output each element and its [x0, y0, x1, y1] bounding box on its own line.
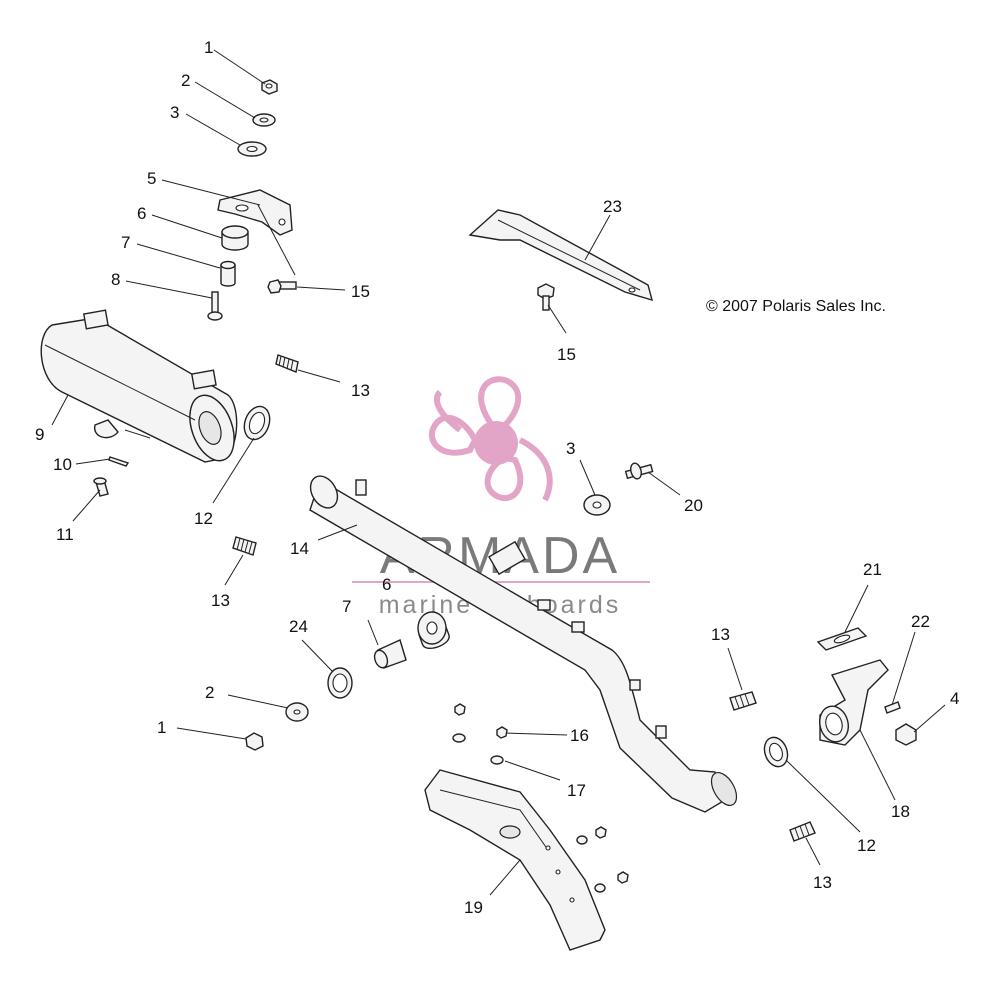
- callout-13-bottom: 13: [813, 873, 832, 892]
- callout-labels: 1 2 3 5 6 7 8 15 9 13 10 11 12 13 23 15 …: [35, 38, 959, 917]
- callout-18: 18: [891, 802, 910, 821]
- callout-21: 21: [863, 560, 882, 579]
- part-18-flange-pipe: [818, 659, 889, 746]
- callout-3-top: 3: [170, 103, 179, 122]
- callout-14: 14: [290, 539, 309, 558]
- part-13-spring-a: [275, 354, 299, 373]
- callout-9: 9: [35, 425, 44, 444]
- callout-13-upper: 13: [351, 381, 370, 400]
- part-11-rivet: [93, 477, 109, 497]
- part-13-spring-c: [729, 691, 757, 711]
- part-1-nut-b: [245, 732, 264, 751]
- copyright-text: © 2007 Polaris Sales Inc.: [706, 298, 886, 315]
- part-21-gasket: [816, 627, 868, 651]
- part-13-spring-d: [789, 821, 816, 842]
- part-12-gasket-upper: [243, 405, 271, 441]
- callout-20: 20: [684, 496, 703, 515]
- callout-1-top: 1: [204, 38, 213, 57]
- part-19-lower-shield: [424, 769, 606, 951]
- part-6-grommet: [221, 225, 249, 251]
- callout-13-left: 13: [211, 591, 230, 610]
- part-23-heat-shield: [468, 209, 653, 302]
- callout-11: 11: [56, 525, 74, 544]
- callout-12-right: 12: [857, 836, 876, 855]
- part-12-gasket-lower: [763, 736, 789, 768]
- part-16-screws: [454, 703, 629, 884]
- part-24-gasket: [327, 667, 353, 699]
- leader-lines: [51, 49, 946, 896]
- part-8-bolt: [207, 291, 223, 321]
- callout-8: 8: [111, 270, 120, 289]
- callout-7-top: 7: [121, 233, 130, 252]
- part-14-head-pipe: [309, 475, 738, 813]
- propeller-logo-icon: [428, 376, 553, 502]
- callout-17: 17: [567, 781, 586, 800]
- callout-10: 10: [53, 455, 72, 474]
- part-13-spring-b: [232, 536, 257, 556]
- callout-15-center: 15: [557, 345, 576, 364]
- part-15-bolt-b: [537, 283, 555, 311]
- part-1-nut: [261, 79, 278, 95]
- part-7-sleeve-b: [373, 639, 407, 669]
- part-6-grommet-b: [417, 611, 450, 649]
- part-5-bracket: [217, 189, 293, 236]
- callout-3-right: 3: [566, 439, 575, 458]
- part-2-washer: [252, 113, 276, 127]
- callout-6-top: 6: [137, 204, 146, 223]
- callout-15-left: 15: [351, 282, 370, 301]
- callout-2-lower: 2: [205, 683, 214, 702]
- callout-24: 24: [289, 617, 308, 636]
- callout-2-top: 2: [181, 71, 190, 90]
- part-17-washers: [452, 733, 606, 893]
- part-4-nut: [895, 723, 917, 746]
- part-20-bolt: [624, 462, 654, 480]
- part-9-muffler: [40, 309, 238, 463]
- part-3-washer-b: [583, 494, 611, 516]
- part-10-pin: [108, 456, 130, 467]
- callout-12-left: 12: [194, 509, 213, 528]
- callout-1-lower: 1: [157, 718, 166, 737]
- part-22-clip: [884, 701, 901, 714]
- callout-16: 16: [570, 726, 589, 745]
- callout-19: 19: [464, 898, 483, 917]
- callout-13-right: 13: [711, 625, 730, 644]
- callout-6-center: 6: [382, 575, 391, 594]
- callout-23: 23: [603, 197, 622, 216]
- part-3-washer: [237, 141, 267, 157]
- callout-22: 22: [911, 612, 930, 631]
- callout-4: 4: [950, 689, 959, 708]
- part-7-sleeve: [220, 260, 236, 287]
- callout-5: 5: [147, 169, 156, 188]
- part-2-washer-b: [285, 702, 309, 722]
- callout-7-center: 7: [342, 597, 351, 616]
- part-15-bolt: [267, 279, 297, 294]
